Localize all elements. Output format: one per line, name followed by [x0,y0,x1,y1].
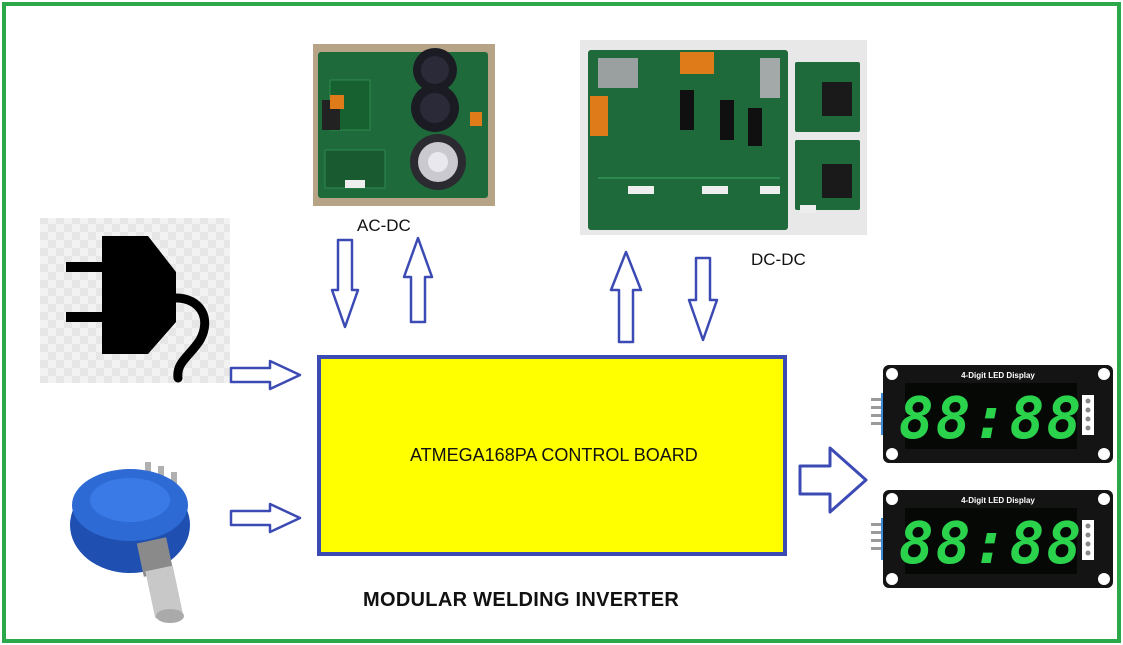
led-display-module: 4-Digit LED Display 88:88 [871,490,1113,588]
led-display-caption: 4-Digit LED Display [961,496,1035,505]
control-board-block [317,355,787,556]
diagram-title: MODULAR WELDING INVERTER [363,589,680,611]
arrow-dc-dc-down [687,256,719,342]
arrow-ac-dc-down [330,238,360,329]
control-board-label: ATMEGA168PA CONTROL BOARD [410,445,698,465]
arrow-ac-dc-up [402,236,434,324]
ac-dc-module-image [313,44,495,206]
power-plug-icon [40,218,230,383]
led-display-digits: 88:88 [899,384,1084,452]
arrow-pot-in [229,502,302,534]
arrow-power-in [229,359,302,391]
potentiometer-icon [70,462,190,623]
led-display-caption: 4-Digit LED Display [961,371,1035,380]
arrow-display-out [798,446,868,514]
led-display-module: 4-Digit LED Display 88:88 [871,365,1113,463]
arrow-dc-dc-up [609,250,643,344]
ac-dc-label: AC-DC [357,216,411,235]
dc-dc-label: DC-DC [751,250,806,269]
dc-dc-module-image [580,40,867,235]
led-display-digits: 88:88 [899,509,1084,577]
